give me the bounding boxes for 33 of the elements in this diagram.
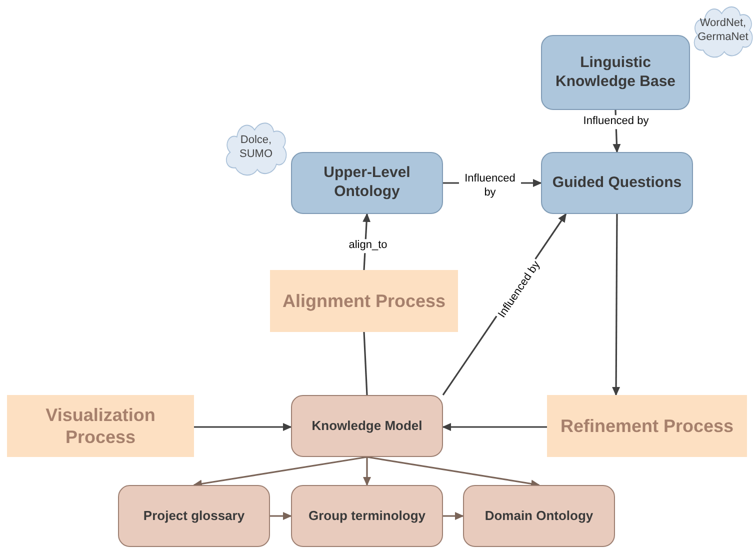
- node-label: Group terminology: [308, 508, 426, 524]
- node-label: Project glossary: [143, 508, 245, 524]
- process-box: [547, 395, 747, 457]
- edge-label: align_to: [346, 239, 390, 253]
- process-box: [7, 395, 194, 457]
- node-label: Dolce, SUMO: [238, 134, 274, 162]
- knowledge-box: [291, 152, 443, 214]
- node-label: Alignment Process: [282, 290, 446, 312]
- node-label: Domain Ontology: [484, 508, 594, 524]
- model-box: [118, 485, 270, 547]
- knowledge-box: [541, 35, 690, 110]
- node-label: Visualization Process: [44, 404, 156, 448]
- knowledge-box: [541, 152, 693, 214]
- arrow: [612, 214, 620, 396]
- process-box: [270, 270, 458, 332]
- edge-label: Influenced by: [581, 115, 651, 129]
- model-box: [291, 395, 443, 457]
- node-label: Linguistic Knowledge Base: [554, 54, 677, 92]
- node-label: WordNet, GermaNet: [696, 17, 750, 45]
- arrow: [366, 456, 540, 488]
- node-label: Upper-Level Ontology: [322, 164, 412, 202]
- node-label: Guided Questions: [552, 174, 682, 192]
- model-box: [291, 485, 443, 547]
- node-label: Knowledge Model: [312, 418, 422, 434]
- arrow: [363, 457, 371, 486]
- model-box: [463, 485, 615, 547]
- edge-label: Influenced by: [459, 172, 521, 200]
- arrow: [270, 512, 292, 520]
- arrow: [443, 512, 464, 520]
- arrow: [193, 456, 368, 488]
- node-label: Refinement Process: [560, 414, 734, 438]
- arrow: [442, 423, 547, 431]
- arrow: [194, 423, 292, 431]
